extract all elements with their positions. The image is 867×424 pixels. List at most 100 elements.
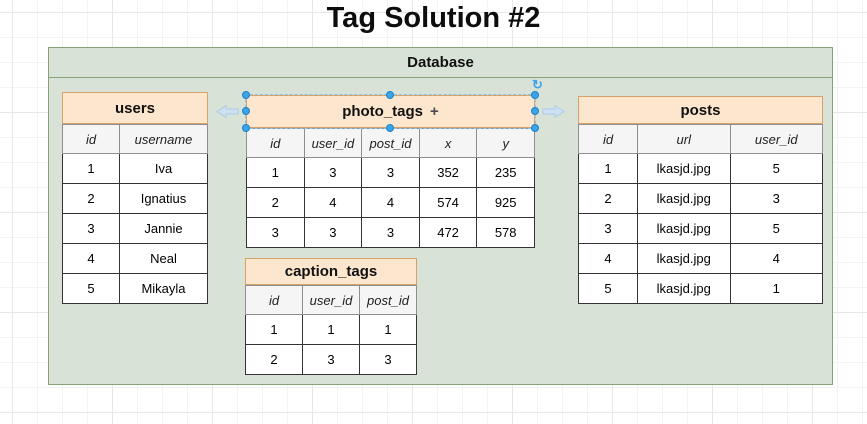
direction-arrow-right-icon[interactable] (541, 104, 565, 119)
column-header-id: id (245, 285, 303, 315)
table-caption-tags-title-label: caption_tags (284, 263, 378, 280)
selection-handle-middle-right[interactable] (531, 107, 539, 115)
selection-handle-bottom-left[interactable] (242, 124, 250, 132)
column-header-y: y (476, 128, 535, 158)
table-caption-tags-title[interactable]: caption_tags (245, 258, 417, 285)
table-cell: 2 (246, 187, 305, 218)
table-cell: Mikayla (119, 273, 208, 304)
table-cell: 3 (246, 217, 305, 248)
table-cell: 2 (62, 183, 120, 214)
selection-handle-bottom-middle[interactable] (386, 124, 394, 132)
table-cell: 5 (62, 273, 120, 304)
table-cell: 3 (361, 157, 420, 188)
table-cell: 925 (476, 187, 535, 218)
table-cell: lkasjd.jpg (637, 183, 731, 214)
column-header-user_id: user_id (302, 285, 360, 315)
table-cell: 235 (476, 157, 535, 188)
table-cell: 5 (729, 153, 823, 184)
table-cell: 4 (729, 243, 823, 274)
column-header-post_id: post_id (359, 285, 417, 315)
table-cell: 3 (729, 183, 823, 214)
table-cell: 4 (62, 243, 120, 274)
table-cell: 3 (361, 217, 420, 248)
table-cell: 3 (359, 344, 417, 375)
table-cell: Ignatius (119, 183, 208, 214)
table-cell: lkasjd.jpg (637, 213, 731, 244)
column-header-user_id: user_id (729, 124, 823, 154)
table-posts-title[interactable]: posts (578, 96, 823, 124)
table-cell: 5 (729, 213, 823, 244)
table-cell: 472 (418, 217, 478, 248)
table-cell: 4 (303, 187, 363, 218)
table-cell: 578 (476, 217, 535, 248)
column-header-x: x (418, 128, 478, 158)
table-cell: 4 (361, 187, 420, 218)
table-cell: 2 (245, 344, 303, 375)
table-cell: 3 (303, 217, 363, 248)
page-title: Tag Solution #2 (326, 2, 541, 34)
table-posts-title-label: posts (680, 101, 721, 119)
table-cell: Jannie (119, 213, 208, 244)
table-cell: 574 (418, 187, 478, 218)
table-cell: 5 (578, 273, 638, 304)
table-cell: 3 (302, 344, 360, 375)
table-cell: lkasjd.jpg (637, 153, 731, 184)
table-cell: Neal (119, 243, 208, 274)
direction-arrow-left-icon[interactable] (216, 104, 240, 119)
table-cell: 3 (62, 213, 120, 244)
table-users-title[interactable]: users (62, 92, 208, 124)
table-cell: lkasjd.jpg (637, 273, 731, 304)
selection-handle-top-left[interactable] (242, 91, 250, 99)
column-header-user_id: user_id (303, 128, 363, 158)
table-cell: 1 (302, 314, 360, 345)
column-header-url: url (637, 124, 731, 154)
column-header-id: id (62, 124, 120, 154)
table-photo-tags-title-label: photo_tags (342, 103, 424, 120)
table-cell: 352 (418, 157, 478, 188)
table-cell: 4 (578, 243, 638, 274)
table-cell: 1 (359, 314, 417, 345)
table-cell: 3 (578, 213, 638, 244)
column-header-id: id (246, 128, 305, 158)
move-handle-icon[interactable]: + (430, 103, 439, 120)
selection-handle-top-middle[interactable] (386, 91, 394, 99)
table-cell: 1 (246, 157, 305, 188)
selection-handle-top-right[interactable] (531, 91, 539, 99)
column-header-username: username (119, 124, 208, 154)
selection-handle-bottom-right[interactable] (531, 124, 539, 132)
database-container-title: Database (49, 48, 832, 78)
table-cell: 1 (729, 273, 823, 304)
selection-handle-middle-left[interactable] (242, 107, 250, 115)
table-cell: 3 (303, 157, 363, 188)
rotate-handle-icon[interactable]: ↻ (532, 77, 543, 92)
table-cell: 1 (578, 153, 638, 184)
column-header-post_id: post_id (361, 128, 420, 158)
table-cell: lkasjd.jpg (637, 243, 731, 274)
table-cell: 2 (578, 183, 638, 214)
